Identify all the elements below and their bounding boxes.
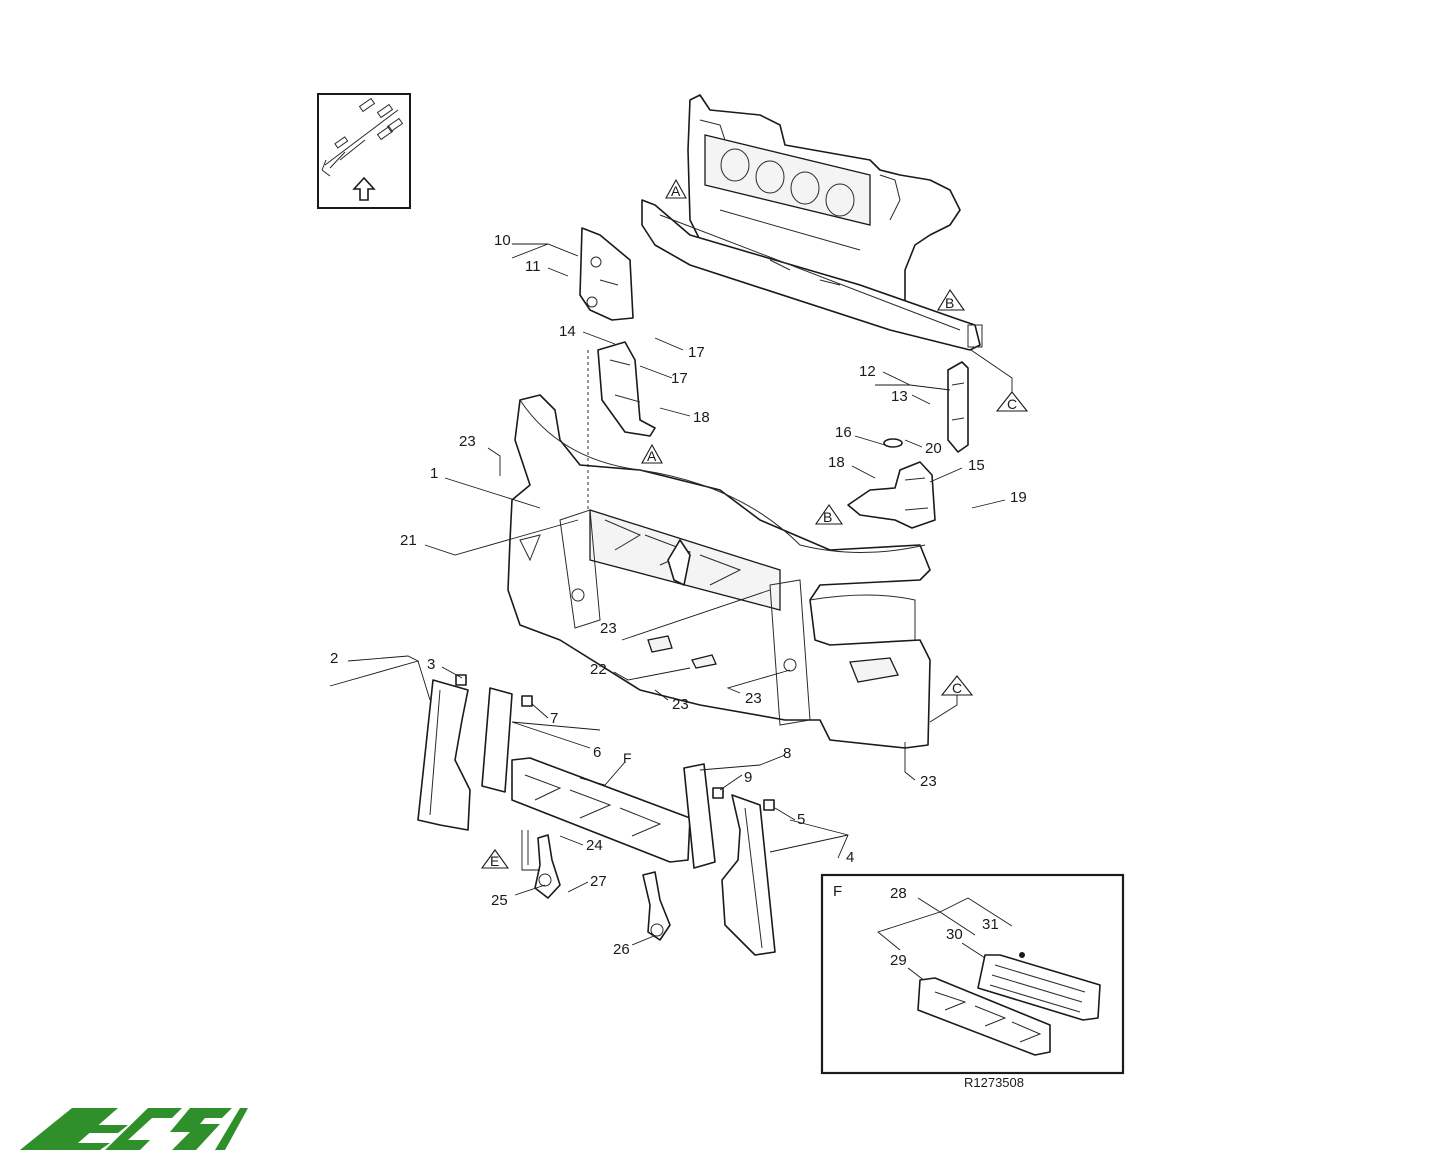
callout-8: 8 bbox=[783, 745, 791, 762]
callout-23-center: 23 bbox=[600, 620, 617, 637]
part-7-clip bbox=[521, 695, 533, 707]
callout-23-bottom: 23 bbox=[920, 773, 937, 790]
detail-f-inset: F bbox=[820, 873, 1125, 1075]
callout-19: 19 bbox=[1010, 489, 1027, 506]
leader-lines bbox=[329, 243, 1013, 946]
part-2-side-panel bbox=[417, 679, 471, 831]
callout-18-lower: 18 bbox=[828, 454, 845, 471]
callout-28: 28 bbox=[890, 885, 907, 902]
callout-23-lower-right: 23 bbox=[745, 690, 762, 707]
callout-18-upper: 18 bbox=[693, 409, 710, 426]
callout-21: 21 bbox=[400, 532, 417, 549]
ref-mark-b2: B bbox=[823, 509, 832, 525]
part-3-clip bbox=[455, 674, 467, 686]
callout-1: 1 bbox=[430, 465, 438, 482]
ref-mark-c2: C bbox=[952, 680, 962, 696]
callout-23-lower-left: 23 bbox=[672, 696, 689, 713]
part-8-strip bbox=[683, 763, 716, 869]
callout-27: 27 bbox=[590, 873, 607, 890]
part-10-bracket bbox=[579, 227, 634, 321]
part-26-bracket bbox=[642, 871, 671, 941]
ref-mark-a2: A bbox=[647, 448, 657, 464]
ref-mark-c1: C bbox=[1007, 396, 1017, 412]
callout-10: 10 bbox=[494, 232, 511, 249]
ref-mark-b1: B bbox=[945, 295, 954, 311]
front-panel-assembly bbox=[507, 394, 931, 749]
company-logo bbox=[20, 1108, 248, 1150]
callout-12: 12 bbox=[859, 363, 876, 380]
detail-f-label: F bbox=[833, 883, 842, 900]
callout-15: 15 bbox=[968, 457, 985, 474]
grille-part-f bbox=[511, 757, 691, 863]
ref-mark-a1: A bbox=[671, 183, 681, 199]
callout-25: 25 bbox=[491, 892, 508, 909]
part-9-clip bbox=[712, 787, 724, 799]
callout-17-upper: 17 bbox=[688, 344, 705, 361]
part-16-clip bbox=[883, 438, 903, 448]
callout-labels: 1 2 3 4 5 6 7 8 9 10 11 12 13 14 15 16 1… bbox=[330, 232, 1027, 969]
part-15-bracket bbox=[847, 461, 936, 529]
callout-13: 13 bbox=[891, 388, 908, 405]
callout-7: 7 bbox=[550, 710, 558, 727]
ref-mark-e: E bbox=[490, 853, 499, 869]
part-14-bracket bbox=[597, 341, 656, 437]
callout-9: 9 bbox=[744, 769, 752, 786]
callout-26: 26 bbox=[613, 941, 630, 958]
reference-triangles: A A B B C C E F bbox=[480, 178, 1029, 869]
callout-31: 31 bbox=[982, 916, 999, 933]
part-6-strip bbox=[481, 687, 513, 793]
part-25-bracket bbox=[534, 834, 561, 899]
part-5-clip bbox=[763, 799, 775, 811]
part-4-side-panel bbox=[721, 794, 776, 956]
callout-22: 22 bbox=[590, 661, 607, 678]
ref-mark-f: F bbox=[623, 750, 632, 766]
drawing-reference-number: R1273508 bbox=[964, 1075, 1024, 1090]
callout-11: 11 bbox=[525, 258, 541, 275]
callout-20: 20 bbox=[925, 440, 942, 457]
orientation-arrow-icon bbox=[317, 93, 411, 209]
callout-4: 4 bbox=[846, 849, 854, 866]
callout-6: 6 bbox=[593, 744, 601, 761]
callout-2: 2 bbox=[330, 650, 338, 667]
callout-29: 29 bbox=[890, 952, 907, 969]
callout-17-lower: 17 bbox=[671, 370, 688, 387]
callout-30: 30 bbox=[946, 926, 963, 943]
part-31-screw bbox=[1019, 952, 1025, 958]
callout-16: 16 bbox=[835, 424, 852, 441]
callout-24: 24 bbox=[586, 837, 603, 854]
callout-14: 14 bbox=[559, 323, 576, 340]
part-12-bracket bbox=[947, 361, 969, 453]
callout-23-top: 23 bbox=[459, 433, 476, 450]
upper-frame bbox=[641, 94, 983, 351]
callout-3: 3 bbox=[427, 656, 435, 673]
callout-5: 5 bbox=[797, 811, 805, 828]
